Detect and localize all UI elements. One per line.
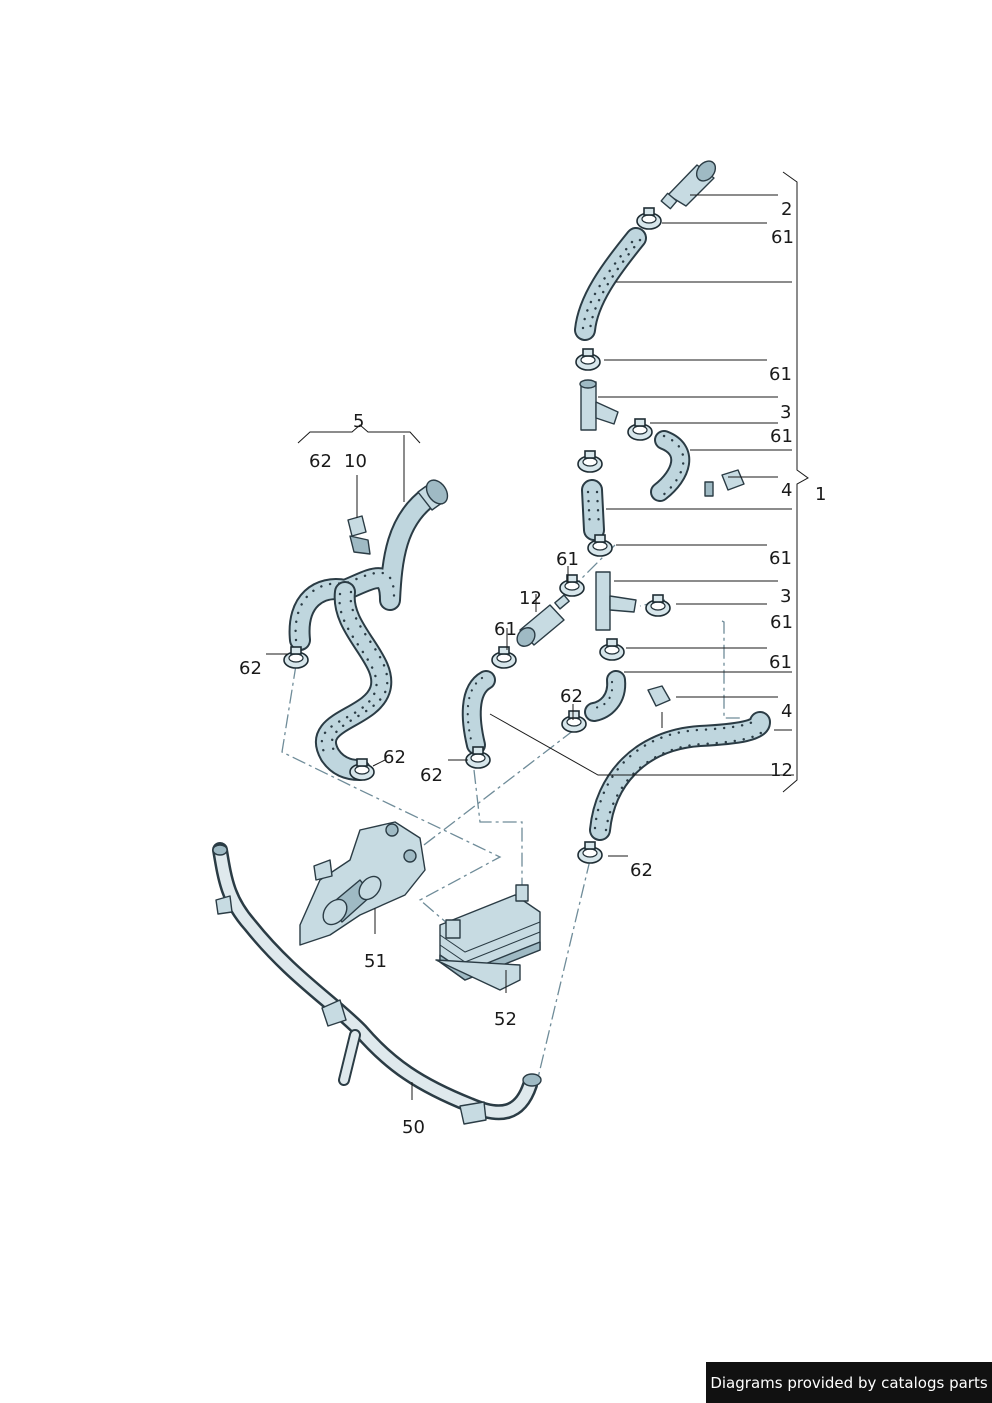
callout-4: 4 <box>781 701 792 722</box>
hose-valve-left <box>461 670 496 755</box>
callout-4: 4 <box>781 480 792 501</box>
callout-12: 12 <box>519 588 542 609</box>
coolant-housing-part-51 <box>299 821 426 946</box>
tee-piece-3-lower <box>595 571 637 631</box>
callout-61: 61 <box>770 612 793 633</box>
callout-62: 62 <box>630 860 653 881</box>
hose-lower-right <box>589 711 771 841</box>
hose-short-upper <box>581 479 605 541</box>
callout-52: 52 <box>494 1009 517 1030</box>
callout-61: 61 <box>494 619 517 640</box>
callout-labels: 2 61 61 3 61 4 1 61 3 61 61 4 12 61 12 6… <box>239 199 826 1138</box>
hose-mid-short <box>584 670 627 722</box>
callout-10: 10 <box>344 451 367 472</box>
callout-61: 61 <box>770 426 793 447</box>
callout-61: 61 <box>769 652 792 673</box>
callout-61: 61 <box>769 548 792 569</box>
callout-61: 61 <box>556 549 579 570</box>
tee-piece-3-upper <box>579 379 619 431</box>
bleeder-part-4-lower <box>647 685 671 707</box>
valve-part-12 <box>516 594 570 647</box>
callout-62: 62 <box>309 451 332 472</box>
callout-61: 61 <box>771 227 794 248</box>
callout-5: 5 <box>353 411 364 432</box>
callout-62: 62 <box>560 686 583 707</box>
bracket-part-10 <box>347 515 371 555</box>
credit-banner: Diagrams provided by catalogs parts <box>706 1362 992 1403</box>
callout-61: 61 <box>769 364 792 385</box>
callout-12: 12 <box>770 760 793 781</box>
leader-lines <box>266 171 809 1100</box>
callout-3: 3 <box>780 402 791 423</box>
coolant-pipe-part-50 <box>212 842 542 1125</box>
callout-62: 62 <box>420 765 443 786</box>
callout-62: 62 <box>239 658 262 679</box>
hose-branch-right <box>650 430 691 502</box>
callout-2: 2 <box>781 199 792 220</box>
credit-text: Diagrams provided by catalogs parts <box>710 1373 988 1392</box>
oil-cooler-part-52 <box>435 884 541 991</box>
callout-51: 51 <box>364 951 387 972</box>
hose-upper <box>574 227 647 341</box>
callout-1: 1 <box>815 484 826 505</box>
callout-3: 3 <box>780 586 791 607</box>
hose-assembly-5 <box>288 479 449 781</box>
connector-part-2 <box>660 160 717 210</box>
bleeder-part-4-upper <box>704 469 745 497</box>
callout-50: 50 <box>402 1117 425 1138</box>
callout-62: 62 <box>383 747 406 768</box>
